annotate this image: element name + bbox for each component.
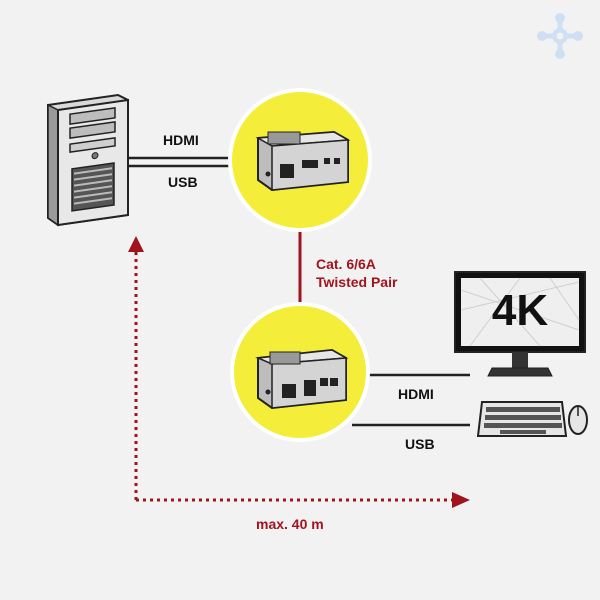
keyboard-icon [476, 401, 568, 437]
brand-logo-icon [537, 13, 583, 59]
receiver-node [230, 302, 370, 442]
receiver-cable-lines [352, 373, 470, 427]
hdmi-top-label: HDMI [163, 132, 199, 148]
transmitter-node [228, 88, 372, 232]
hdmi-bottom-label: HDMI [398, 386, 434, 402]
distance-arrows [128, 236, 470, 508]
usb-top-label: USB [168, 174, 198, 190]
cable-type-label-line1: Cat. 6/6A [316, 256, 376, 272]
monitor-4k-label: 4K [491, 286, 549, 335]
kvm-receiver-icon [255, 348, 349, 410]
cable-type-label-line2: Twisted Pair [316, 274, 398, 290]
mouse-icon [568, 405, 588, 435]
monitor-icon [454, 271, 586, 377]
distance-label: max. 40 m [256, 516, 324, 532]
tower-pc-icon [47, 93, 129, 227]
usb-bottom-label: USB [405, 436, 435, 452]
pc-cable-lines [128, 156, 232, 168]
kvm-transmitter-icon [255, 130, 351, 192]
